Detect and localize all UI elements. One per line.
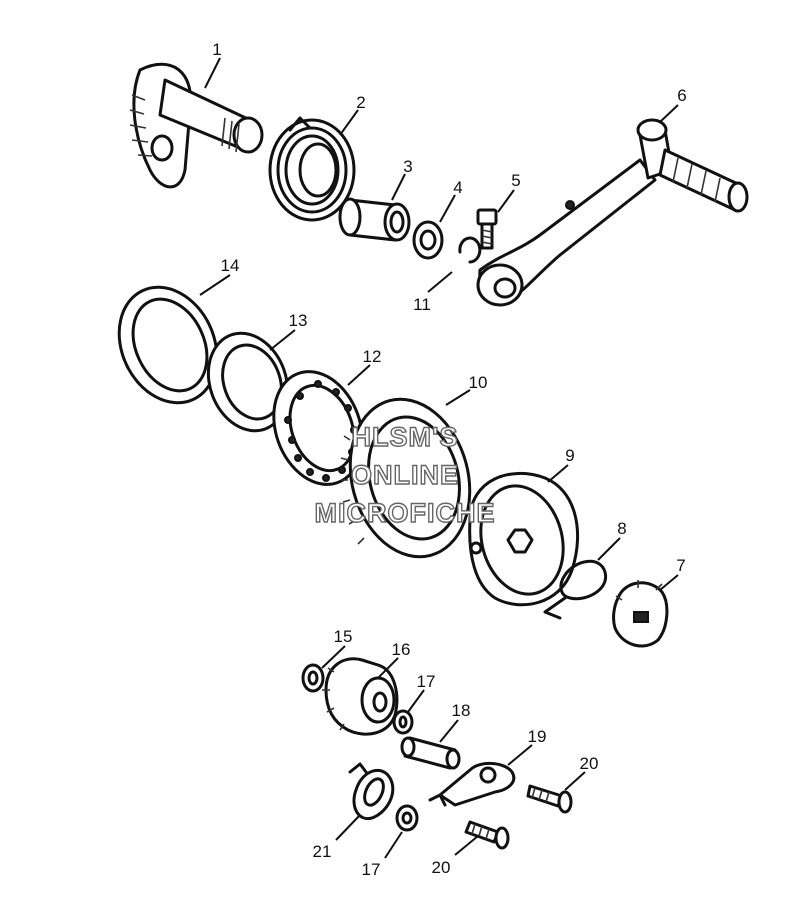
part-20-screw-lower xyxy=(464,820,510,850)
part-17-washer-upper xyxy=(392,709,414,735)
part-13-race xyxy=(206,331,290,433)
callout-6: 6 xyxy=(677,86,686,105)
callout-14: 14 xyxy=(221,256,240,275)
callout-11: 11 xyxy=(413,295,431,314)
callout-12: 12 xyxy=(363,347,382,366)
part-14-ring xyxy=(117,285,219,405)
watermark-line-1: HLSM'S xyxy=(352,422,459,452)
callout-7: 7 xyxy=(676,556,685,575)
leader-lines xyxy=(199,57,679,859)
callout-16: 16 xyxy=(392,640,411,659)
part-21-holder xyxy=(348,762,395,821)
callout-10: 10 xyxy=(469,373,488,392)
part-6-kick-lever xyxy=(476,118,749,307)
part-8-clip xyxy=(543,560,608,620)
callout-17-lower: 17 xyxy=(362,860,381,879)
watermark-line-3: MICROFICHE xyxy=(315,498,496,528)
callout-4: 4 xyxy=(453,178,462,197)
part-19-stopper xyxy=(428,762,516,807)
watermark: HLSM'S ONLINE MICROFICHE xyxy=(314,421,496,528)
part-11-circlip xyxy=(458,236,482,264)
callout-2: 2 xyxy=(356,93,365,112)
callout-9: 9 xyxy=(565,446,574,465)
callout-5: 5 xyxy=(511,171,520,190)
part-10-starter-gear xyxy=(340,397,472,559)
part-15-washer xyxy=(301,663,325,693)
callout-3: 3 xyxy=(403,157,412,176)
part-1-kick-shaft xyxy=(129,62,264,189)
callouts: 1 2 3 4 5 6 7 8 9 10 11 12 13 14 15 16 1… xyxy=(212,40,686,879)
part-3-bush xyxy=(338,197,411,242)
callout-20-lower: 20 xyxy=(432,858,451,877)
callout-21: 21 xyxy=(313,842,332,861)
callout-8: 8 xyxy=(617,519,626,538)
callout-1: 1 xyxy=(212,40,221,59)
part-18-shaft xyxy=(400,736,461,770)
part-9-clutch-plate xyxy=(468,472,580,607)
callout-15: 15 xyxy=(334,627,353,646)
part-4-washer xyxy=(412,220,444,260)
part-2-spring xyxy=(268,116,356,222)
part-5-bolt xyxy=(476,208,498,250)
part-12-roller-cage xyxy=(272,370,364,486)
part-17-washer-lower xyxy=(395,804,419,832)
part-20-screw-right xyxy=(526,784,573,814)
watermark-line-2: ONLINE xyxy=(351,460,459,490)
callout-20-right: 20 xyxy=(580,754,599,773)
callout-13: 13 xyxy=(289,311,308,330)
callout-18: 18 xyxy=(452,701,471,720)
callout-19: 19 xyxy=(528,727,547,746)
part-7-cap xyxy=(612,580,669,648)
callout-17-upper: 17 xyxy=(417,672,436,691)
